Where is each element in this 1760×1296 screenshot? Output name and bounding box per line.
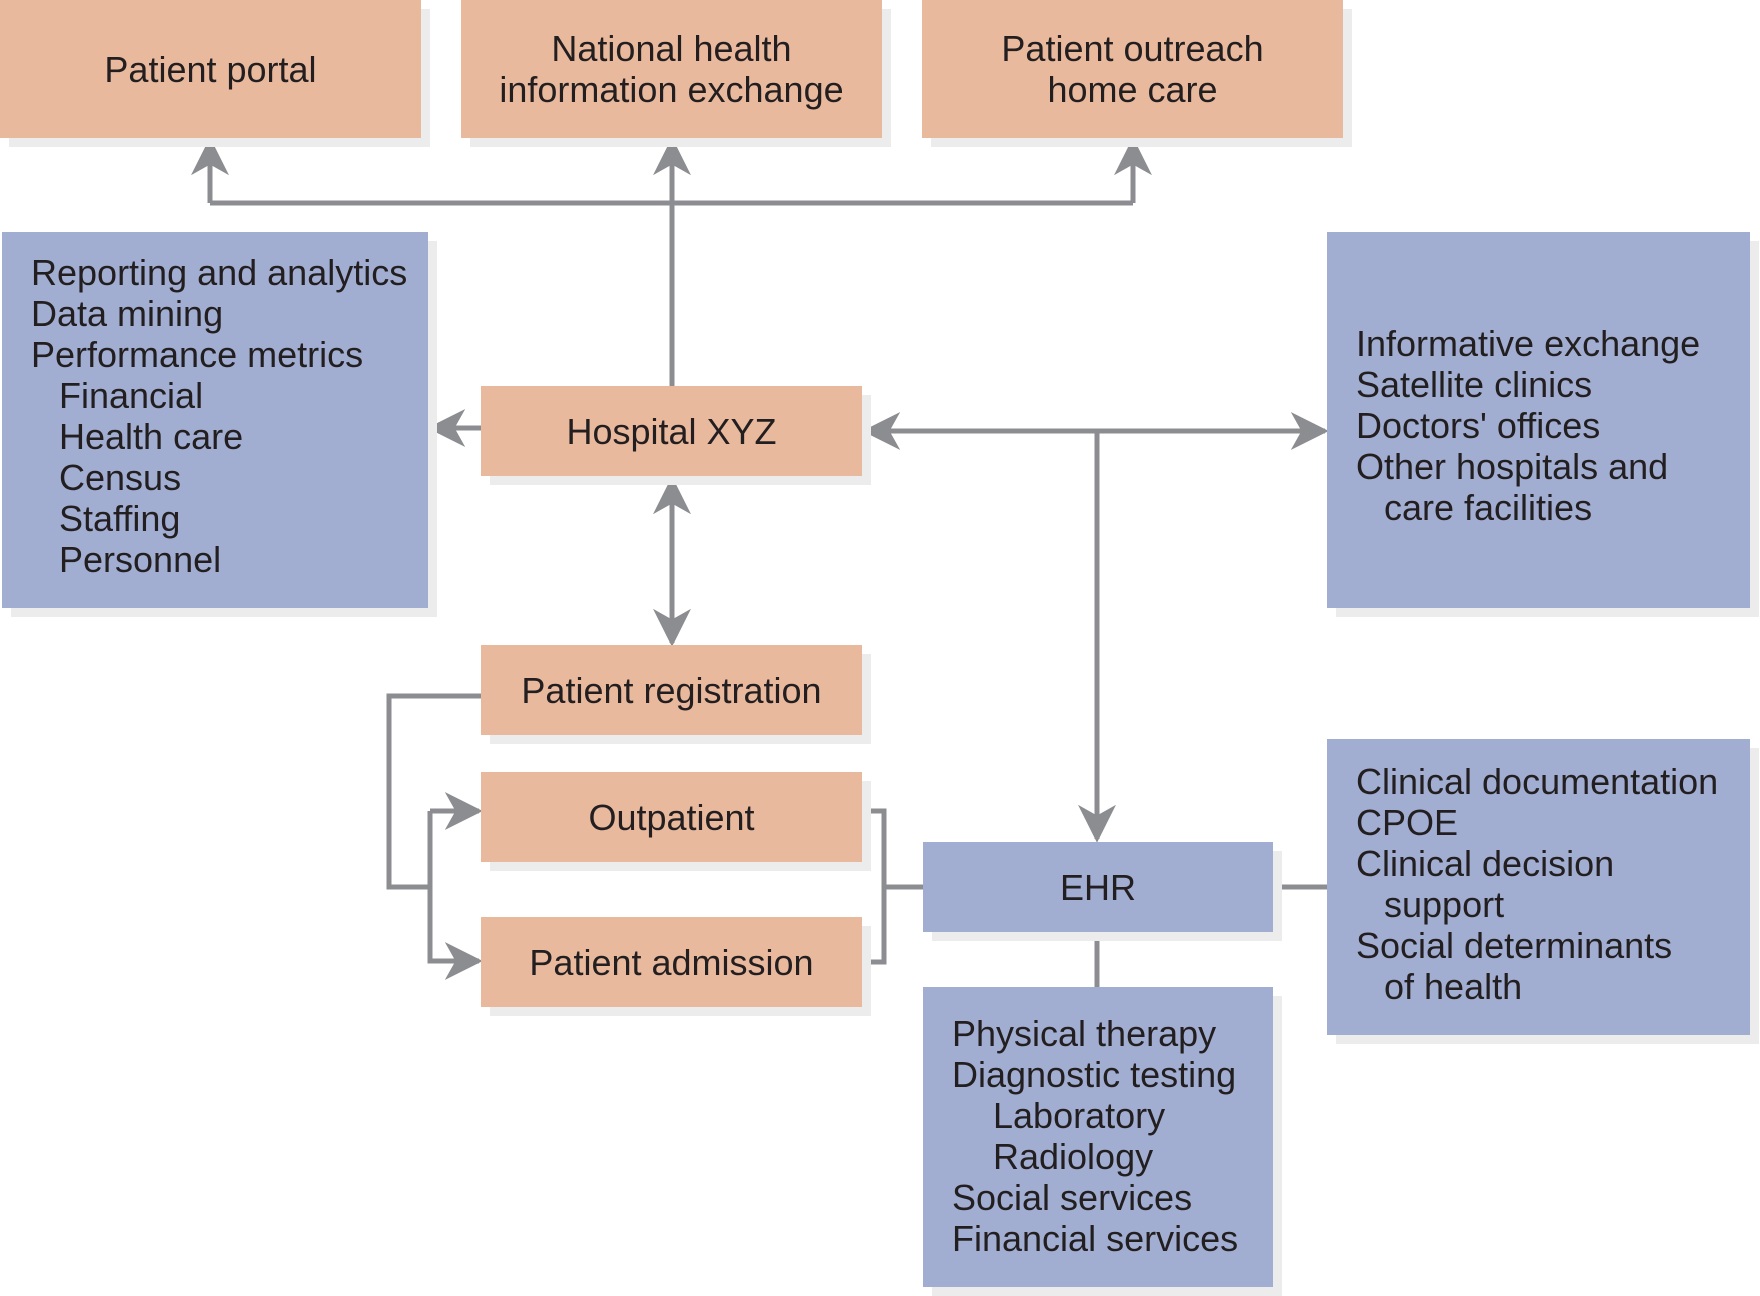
exchange-item: Other hospitals and (1356, 446, 1669, 487)
national-hie-line-2: information exchange (499, 69, 844, 110)
clinical-item: Clinical decision (1356, 843, 1615, 884)
analytics-metric: Personnel (59, 539, 222, 580)
patient-outreach-line-2: home care (1047, 69, 1218, 110)
bracket-outpatient-admission (862, 808, 887, 965)
national-hie-box: National health information exchange (461, 0, 882, 138)
analytics-metric: Census (59, 457, 182, 498)
clinical-item: CPOE (1356, 802, 1459, 843)
patient-outreach-label: Patient outreach home care (1001, 28, 1263, 110)
clinical-item-continuation: support (1384, 884, 1505, 925)
analytics-metric: Staffing (59, 498, 181, 539)
services-testing-item: Radiology (993, 1136, 1154, 1177)
patient-admission-label: Patient admission (529, 941, 814, 983)
outpatient-label: Outpatient (588, 796, 755, 838)
patient-portal-box: Patient portal (0, 0, 421, 138)
analytics-module-box: Reporting and analytics Data mining Perf… (2, 232, 428, 608)
services-module-box: Physical therapy Diagnostic testing Labo… (923, 987, 1273, 1287)
national-hie-label: National health information exchange (499, 28, 843, 110)
arrow-to-patient-admission (427, 887, 483, 980)
exchange-item: Doctors' offices (1356, 405, 1601, 446)
clinical-item-continuation: of health (1384, 966, 1523, 1007)
ehr-box: EHR (923, 842, 1273, 932)
analytics-metric: Financial (59, 375, 204, 416)
hospital-label: Hospital XYZ (566, 410, 777, 452)
patient-registration-box: Patient registration (481, 645, 862, 735)
ehr-label: EHR (1059, 866, 1136, 908)
patient-portal-label: Patient portal (104, 48, 317, 90)
analytics-item: Data mining (31, 293, 224, 334)
clinical-module-box: Clinical documentation CPOE Clinical dec… (1327, 739, 1750, 1035)
exchange-item: Satellite clinics (1356, 364, 1593, 405)
services-item: Social services (952, 1177, 1193, 1218)
exchange-item: Informative exchange (1356, 323, 1701, 364)
services-item: Financial services (952, 1218, 1239, 1259)
registration-loop-line (386, 693, 481, 890)
analytics-item: Performance metrics (31, 334, 364, 375)
exchange-module-box: Informative exchange Satellite clinics D… (1327, 232, 1750, 608)
outpatient-box: Outpatient (481, 772, 862, 862)
services-testing-item: Laboratory (993, 1095, 1166, 1136)
exchange-item-continuation: care facilities (1384, 487, 1593, 528)
analytics-item: Reporting and analytics (31, 252, 408, 293)
hospital-box: Hospital XYZ (481, 386, 862, 476)
patient-registration-label: Patient registration (521, 669, 822, 711)
patient-outreach-line-1: Patient outreach (1001, 28, 1264, 69)
services-item: Diagnostic testing (952, 1054, 1237, 1095)
clinical-item: Social determinants (1356, 925, 1673, 966)
patient-outreach-box: Patient outreach home care (922, 0, 1343, 138)
clinical-item: Clinical documentation (1356, 761, 1719, 802)
analytics-metric: Health care (59, 416, 244, 457)
services-item: Physical therapy (952, 1013, 1217, 1054)
patient-admission-box: Patient admission (481, 917, 862, 1007)
national-hie-line-1: National health (551, 28, 792, 69)
